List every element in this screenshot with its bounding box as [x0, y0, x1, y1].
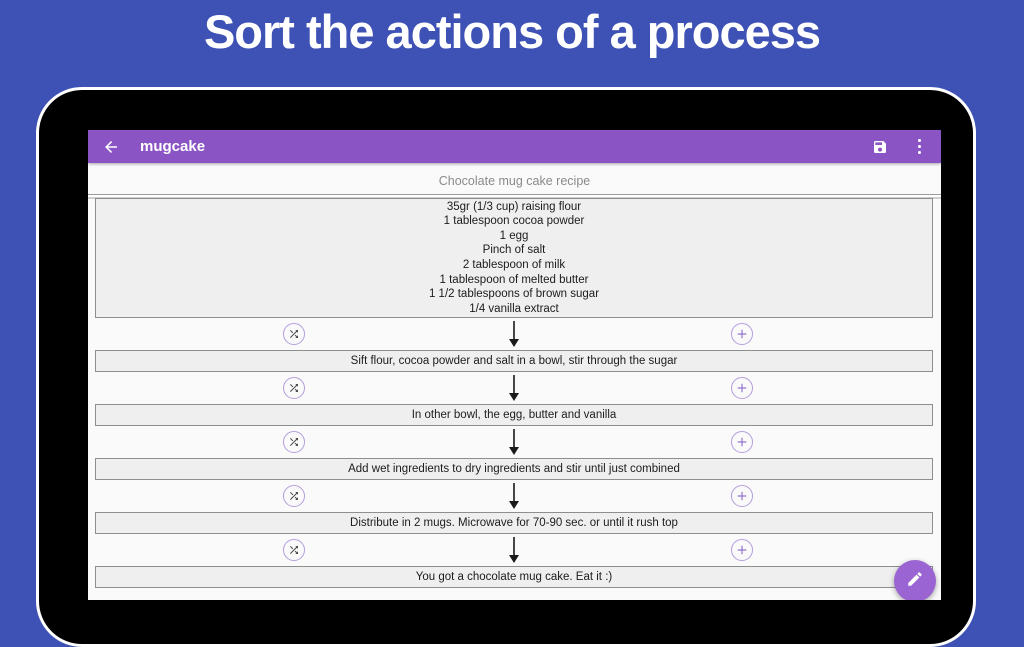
ingredient-line: 1 tablespoon of melted butter — [439, 273, 589, 286]
swap-button[interactable] — [283, 431, 305, 453]
control-row — [95, 372, 933, 404]
save-icon[interactable] — [872, 139, 888, 155]
control-row — [95, 426, 933, 458]
app-screen: mugcake Chocolate mug cake recipe 35gr (… — [88, 130, 941, 600]
pencil-icon — [906, 570, 924, 593]
swap-button[interactable] — [283, 485, 305, 507]
control-row — [95, 534, 933, 566]
control-row — [95, 480, 933, 512]
control-row — [95, 318, 933, 350]
back-arrow-icon[interactable] — [102, 138, 120, 156]
add-step-button[interactable] — [731, 539, 753, 561]
process-flow: 35gr (1/3 cup) raising flour 1 tablespoo… — [95, 198, 933, 588]
page-title: Sort the actions of a process — [203, 5, 821, 58]
process-node-step[interactable]: You got a chocolate mug cake. Eat it :) — [95, 566, 933, 588]
add-step-button[interactable] — [731, 377, 753, 399]
ingredient-line: Pinch of salt — [482, 244, 546, 257]
arrow-down-icon — [507, 536, 521, 564]
process-node-ingredients[interactable]: 35gr (1/3 cup) raising flour 1 tablespoo… — [95, 198, 933, 318]
app-bar: mugcake — [88, 130, 941, 163]
swap-button[interactable] — [283, 539, 305, 561]
swap-button[interactable] — [283, 377, 305, 399]
edit-fab[interactable] — [894, 560, 936, 600]
ingredient-line: 1 tablespoon cocoa powder — [443, 215, 585, 228]
ingredient-line: 1/4 vanilla extract — [469, 302, 559, 315]
ingredient-line: 1 1/2 tablespoons of brown sugar — [428, 288, 600, 301]
recipe-title: Chocolate mug cake recipe — [438, 174, 591, 188]
overflow-menu-icon[interactable] — [912, 137, 928, 157]
arrow-down-icon — [507, 482, 521, 510]
arrow-down-icon — [507, 428, 521, 456]
process-node-step[interactable]: Sift flour, cocoa powder and salt in a b… — [95, 350, 933, 372]
arrow-down-icon — [507, 320, 521, 348]
process-node-step[interactable]: Add wet ingredients to dry ingredients a… — [95, 458, 933, 480]
add-step-button[interactable] — [731, 431, 753, 453]
arrow-down-icon — [507, 374, 521, 402]
swap-button[interactable] — [283, 323, 305, 345]
ingredient-line: 1 egg — [499, 229, 529, 242]
ingredient-line: 35gr (1/3 cup) raising flour — [446, 200, 582, 213]
process-node-step[interactable]: In other bowl, the egg, butter and vanil… — [95, 404, 933, 426]
add-step-button[interactable] — [731, 485, 753, 507]
app-title: mugcake — [140, 138, 206, 155]
add-step-button[interactable] — [731, 323, 753, 345]
ingredient-line: 2 tablespoon of milk — [462, 259, 566, 271]
process-node-step[interactable]: Distribute in 2 mugs. Microwave for 70-9… — [95, 512, 933, 534]
